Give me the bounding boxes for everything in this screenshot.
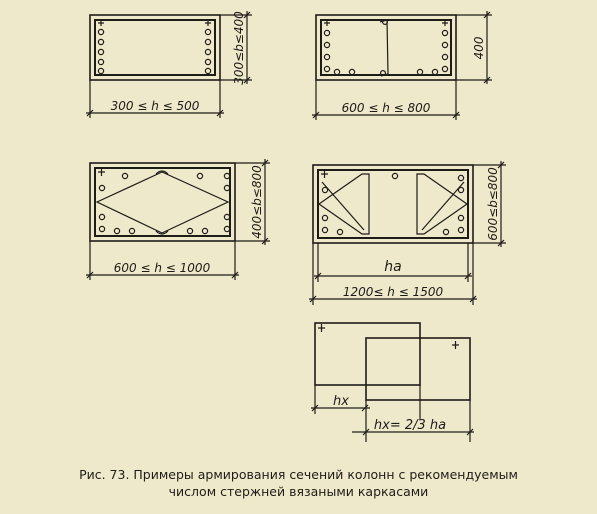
sec1-width-label: 300 ≤ h ≤ 500: [111, 99, 200, 113]
figure-caption-line-1: Рис. 73. Примеры армирования сечений кол…: [79, 467, 518, 482]
sec2-width-label: 600 ≤ h ≤ 800: [342, 101, 431, 115]
sec1-height-label: 300≤b≤400: [232, 11, 246, 85]
sec3-width-label: 600 ≤ h ≤ 1000: [114, 261, 211, 275]
sec4-inner-label: ha: [384, 259, 401, 275]
rebar-circles: [97, 28, 212, 75]
sec5-offset-label: hx: [333, 394, 349, 409]
section-4: [309, 161, 506, 305]
rebar-circles: [321, 172, 465, 236]
sec4-height-label: 600≤b≤800: [486, 167, 500, 241]
sec4-width-label: 1200≤ h ≤ 1500: [343, 285, 444, 299]
sec3-height-label: 400≤b≤800: [250, 165, 264, 239]
figure-caption-line-2: числом стержней вязаными каркасами: [168, 484, 429, 499]
section-1: [86, 11, 252, 118]
section-2: [312, 11, 492, 120]
section-3: [86, 159, 270, 280]
sec2-height-label: 400: [472, 36, 486, 59]
section-5: [311, 322, 474, 442]
rebar-circles: [98, 172, 231, 235]
rebar-circles: [323, 29, 449, 76]
sec5-overlap-label: hx= 2/3 ha: [374, 418, 446, 433]
